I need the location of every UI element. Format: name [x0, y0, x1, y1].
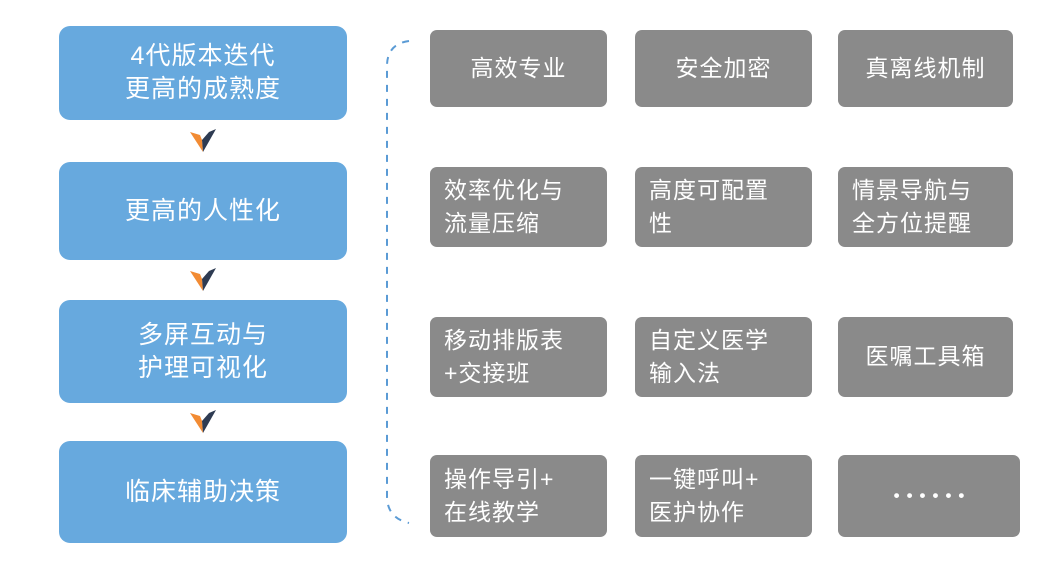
feature-cell-order-toolbox: 医嘱工具箱 [838, 317, 1013, 397]
feature-cell-custom-medical-ime: 自定义医学输入法 [635, 317, 812, 397]
feature-cell-efficiency-compression: 效率优化与流量压缩 [430, 167, 607, 247]
feature-cell-context-navigation: 情景导航与全方位提醒 [838, 167, 1013, 247]
down-arrow-icon [190, 410, 216, 433]
dashed-bracket-path [386, 40, 410, 524]
feature-cell-configurability: 高度可配置性 [635, 167, 812, 247]
down-arrow-right-wing [202, 129, 216, 152]
dashed-bracket-icon [386, 40, 410, 524]
down-arrow-left-wing [190, 413, 203, 433]
feature-cell-efficient-professional: 高效专业 [430, 30, 607, 107]
feature-cell-true-offline: 真离线机制 [838, 30, 1013, 107]
feature-cell-onekey-call-collaboration: 一键呼叫+医护协作 [635, 455, 812, 537]
flow-step-clinical-decision: 临床辅助决策 [59, 441, 347, 543]
down-arrow-right-wing [202, 410, 216, 433]
down-arrow-left-wing [190, 271, 203, 291]
feature-cell-more-ellipsis: •••••• [838, 455, 1020, 537]
down-arrow-icon [190, 268, 216, 291]
down-arrow-icon [190, 129, 216, 152]
feature-cell-mobile-schedule-handover: 移动排版表+交接班 [430, 317, 607, 397]
flow-step-version-iteration: 4代版本迭代更高的成熟度 [59, 26, 347, 120]
flow-step-humanization: 更高的人性化 [59, 162, 347, 260]
feature-cell-guide-online-teaching: 操作导引+在线教学 [430, 455, 607, 537]
flow-step-multiscreen: 多屏互动与护理可视化 [59, 300, 347, 403]
down-arrow-right-wing [202, 268, 216, 291]
feature-cell-secure-encryption: 安全加密 [635, 30, 812, 107]
down-arrow-left-wing [190, 132, 203, 152]
